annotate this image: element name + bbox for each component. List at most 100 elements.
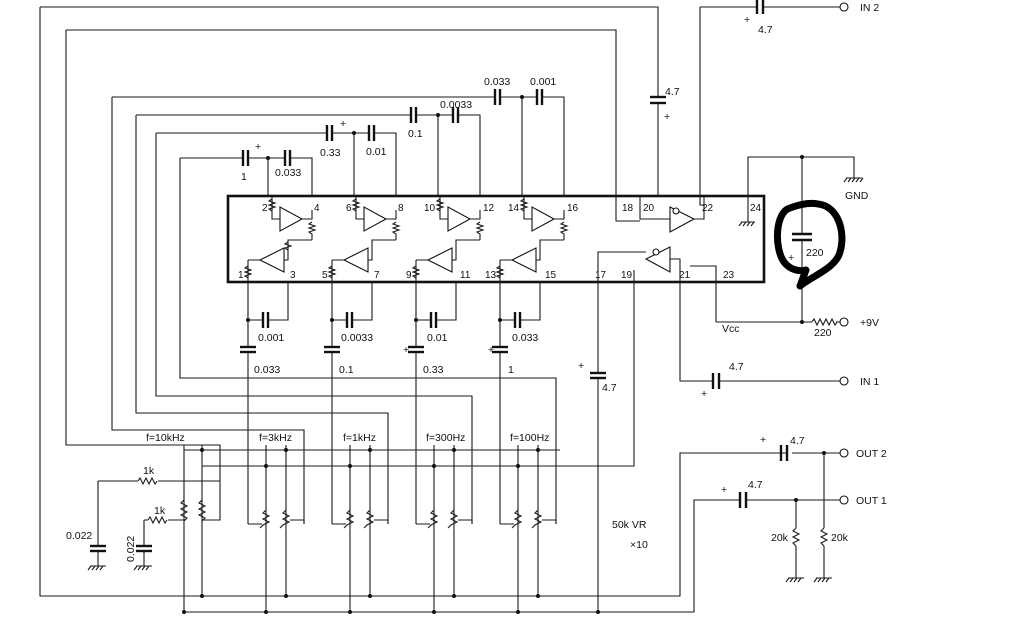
junction-dots xyxy=(182,95,600,614)
cap-top-01 xyxy=(409,107,418,123)
pin-13: 13 xyxy=(485,270,497,281)
highlight-circle xyxy=(773,199,846,290)
pin-2: 2 xyxy=(262,203,268,214)
buffer-amp-ch1 xyxy=(644,246,671,273)
top-filter-wiring xyxy=(40,6,659,222)
label-band-3k: f=3kHz xyxy=(259,432,292,444)
plus-mark: + xyxy=(760,434,766,446)
pin-10: 10 xyxy=(424,203,436,214)
pin-11: 11 xyxy=(460,270,471,281)
pin-23: 23 xyxy=(723,270,735,281)
cap-0022-a xyxy=(90,544,106,553)
label-in2: IN 2 xyxy=(860,2,879,14)
plus9v-terminal xyxy=(839,317,849,327)
label-c-0022-b: 0.022 xyxy=(125,536,137,562)
label-c-top-033: 0.33 xyxy=(320,147,341,159)
output-wiring xyxy=(736,452,840,583)
cap-b-0033 xyxy=(513,312,522,328)
cap-in2 xyxy=(755,0,765,14)
opamp-bottom-3 xyxy=(426,247,453,273)
cap-b2-0033 xyxy=(240,345,256,354)
cap-top-033 xyxy=(325,125,334,141)
pin-1: 1 xyxy=(238,270,244,281)
plus-mark: + xyxy=(664,111,670,123)
plus-mark: + xyxy=(340,118,346,130)
pin-7: 7 xyxy=(374,270,380,281)
top-cap-labels: 1 0.033 0.33 0.01 0.1 0.0033 0.033 0.001… xyxy=(241,76,680,183)
pin-9: 9 xyxy=(406,270,412,281)
label-out1: OUT 1 xyxy=(856,495,887,507)
cap-b-001 xyxy=(429,312,438,328)
buffer-amp-ch2 xyxy=(669,206,696,233)
pin-22: 22 xyxy=(702,203,714,214)
label-band-10k: f=10kHz xyxy=(146,432,185,444)
label-c-out2: 4.7 xyxy=(790,435,805,447)
label-gnd: GND xyxy=(845,190,869,202)
plus-mark: + xyxy=(744,14,750,26)
pin-14: 14 xyxy=(508,203,520,214)
plus-mark: + xyxy=(255,141,261,153)
output-labels: 4.7 + 4.7 + OUT 2 OUT 1 20k 20k xyxy=(721,434,887,544)
top-capacitors xyxy=(241,89,666,166)
hf-caps xyxy=(90,544,152,553)
label-c-b2-1: 1 xyxy=(508,364,514,376)
label-c-in1: 4.7 xyxy=(729,361,744,373)
label-band-100: f=100Hz xyxy=(510,432,549,444)
label-plus9v: +9V xyxy=(860,317,879,329)
cap-top-0033b xyxy=(493,89,502,105)
supply-labels: IN 2 4.7 + GND 220 + +9V 220 Vcc xyxy=(722,2,879,339)
cap-bulk-220 xyxy=(792,232,812,242)
bottom-capacitors xyxy=(240,312,721,389)
cap-out1 xyxy=(738,492,748,508)
output-caps xyxy=(738,445,826,508)
label-r-1k-a: 1k xyxy=(143,465,155,477)
pin-19: 19 xyxy=(621,270,633,281)
label-r-1k-b: 1k xyxy=(154,505,166,517)
label-in1: IN 1 xyxy=(860,376,879,388)
plus-mark: + xyxy=(721,484,727,496)
pin-6: 6 xyxy=(346,203,352,214)
label-vcc: Vcc xyxy=(722,323,740,335)
pin-24: 24 xyxy=(750,203,762,214)
label-c-b-00033: 0.0033 xyxy=(341,332,373,344)
label-r-vcc: 220 xyxy=(814,327,832,339)
label-c-b-0001: 0.001 xyxy=(258,332,284,344)
cap-top-1 xyxy=(241,150,250,166)
label-c-b2-01: 0.1 xyxy=(339,364,354,376)
cap-b2-1 xyxy=(492,345,508,354)
out1-terminal xyxy=(839,495,849,505)
pin-21: 21 xyxy=(679,270,691,281)
cap-b2-01 xyxy=(324,345,340,354)
gnd-icon xyxy=(843,177,864,183)
cap-b-00033 xyxy=(345,312,354,328)
label-c-top-0033a: 0.033 xyxy=(275,167,301,179)
opamp-bottom-4 xyxy=(510,247,537,273)
label-out2: OUT 2 xyxy=(856,448,887,460)
label-c-b-0033: 0.033 xyxy=(512,332,538,344)
label-c-top-0033b: 0.033 xyxy=(484,76,510,88)
resistor-220 xyxy=(811,317,838,327)
label-vr-count: ×10 xyxy=(630,539,648,551)
cap-top-0001 xyxy=(535,89,544,105)
opamp-bottom-1 xyxy=(258,247,285,273)
label-c-b-001: 0.01 xyxy=(427,332,448,344)
pin-18: 18 xyxy=(622,203,634,214)
label-vr: 50k VR xyxy=(612,519,647,531)
pin-3: 3 xyxy=(290,270,296,281)
label-r-20k-b: 20k xyxy=(831,532,849,544)
pin-20: 20 xyxy=(643,203,655,214)
label-c-b2-0033: 0.033 xyxy=(254,364,280,376)
pin-5: 5 xyxy=(322,270,328,281)
bottom-filter-wiring xyxy=(39,7,840,612)
cap-top-0033a xyxy=(283,150,292,166)
potentiometers xyxy=(179,445,736,613)
bottom-cap-labels: 0.001 0.0033 0.01 0.033 0.033 0.1 0.33 1… xyxy=(254,332,879,400)
plus-mark: + xyxy=(788,252,794,264)
label-band-300: f=300Hz xyxy=(426,432,465,444)
out2-terminal xyxy=(839,448,849,458)
cap-fb-47 xyxy=(650,95,666,105)
plus-mark: + xyxy=(578,360,584,372)
label-c-top-00033: 0.0033 xyxy=(440,99,472,111)
plus-mark: + xyxy=(701,388,707,400)
